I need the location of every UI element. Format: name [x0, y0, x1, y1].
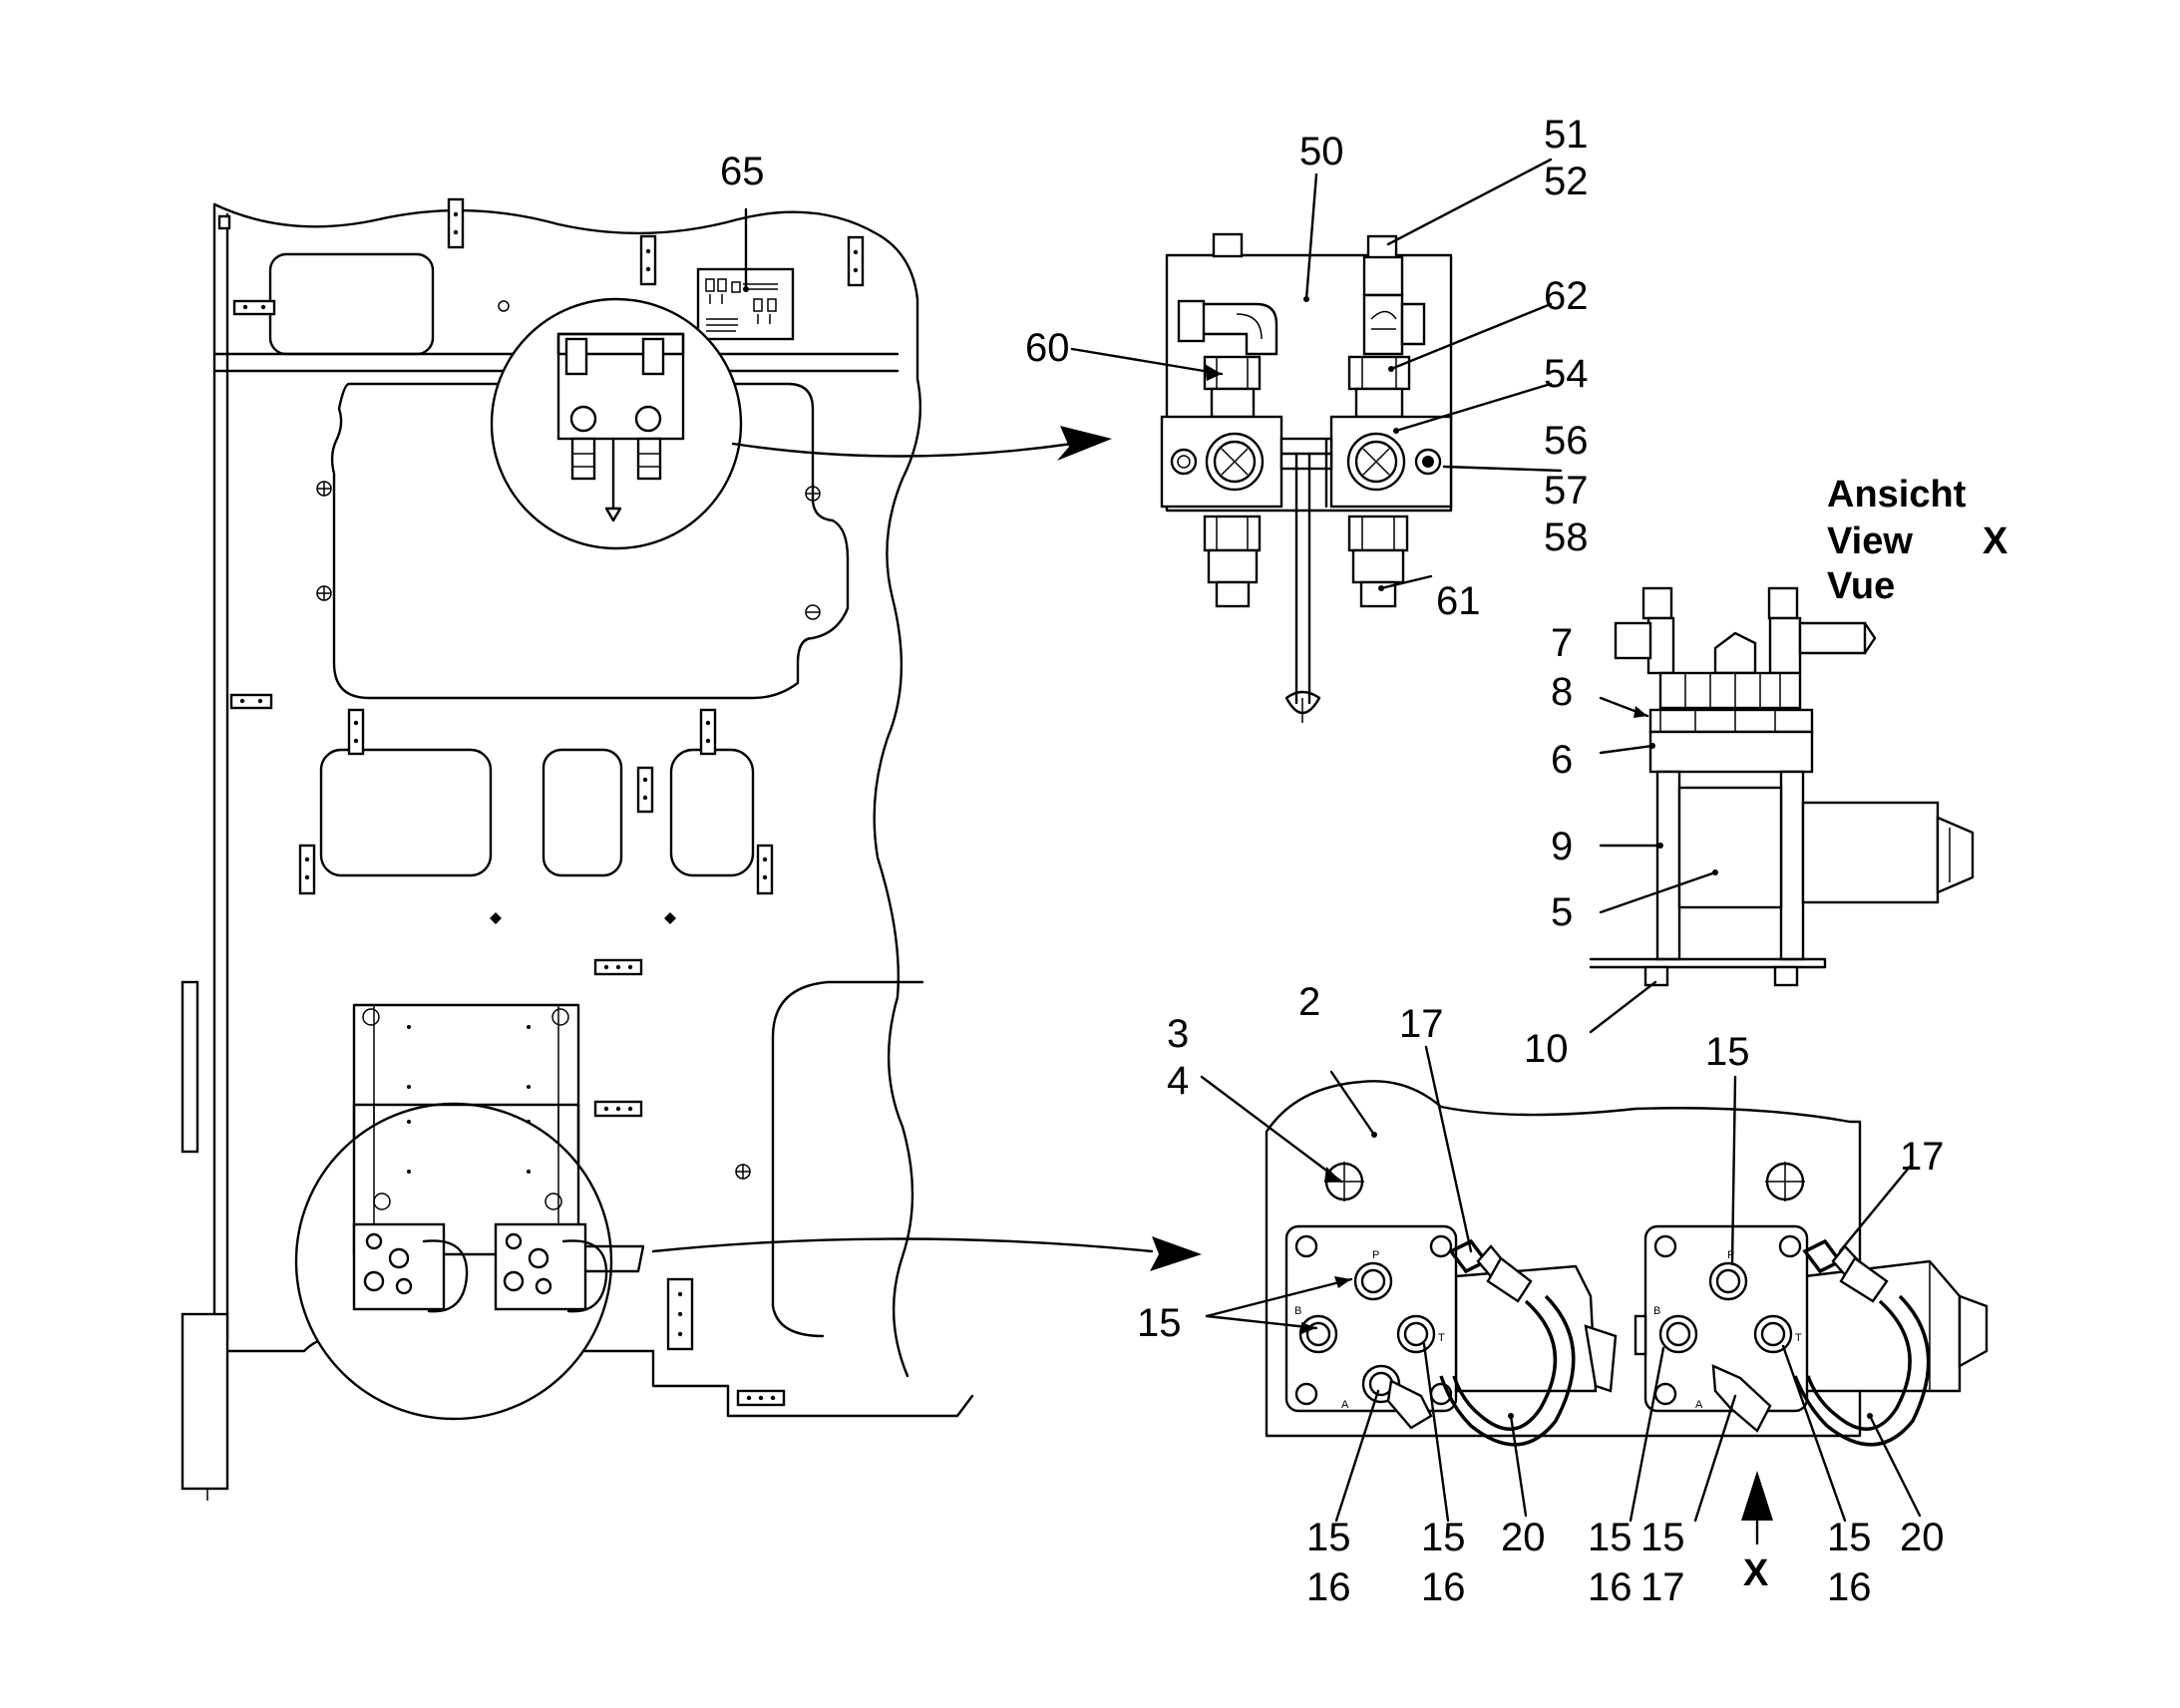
view-x-arrow-letter: X: [1743, 1552, 1769, 1594]
arrow-lower: [651, 1237, 1154, 1253]
port-letter-b-right: B: [1653, 1305, 1660, 1317]
callout-bottom-5-17: 17: [1640, 1565, 1685, 1609]
callout-56: 56: [1544, 419, 1589, 463]
callout-4: 4: [1167, 1059, 1189, 1103]
port-letter-a-left: A: [1341, 1399, 1349, 1411]
view-x-arrow: X: [1741, 1471, 1773, 1594]
callout-58: 58: [1544, 515, 1589, 559]
callout-10: 10: [1524, 1027, 1569, 1071]
callout-bottom-1-15: 15: [1306, 1516, 1351, 1559]
callout-bottom-2-16: 16: [1421, 1565, 1466, 1609]
callout-bottom-4-15: 15: [1588, 1516, 1633, 1559]
callout-62: 62: [1544, 274, 1589, 318]
view-title-french: Vue: [1827, 565, 1895, 607]
detail-circle-manifold: [294, 1102, 645, 1421]
valve-block-detail: [1160, 232, 1453, 723]
view-title-german: Ansicht: [1827, 474, 1967, 515]
detail-circle-valve: [490, 297, 743, 550]
callout-bottom-6-15: 15: [1827, 1516, 1872, 1559]
callout-bottom-2-15: 15: [1421, 1516, 1466, 1559]
callout-17-right: 17: [1900, 1135, 1945, 1179]
callout-57: 57: [1544, 469, 1589, 512]
callout-65: 65: [720, 150, 765, 193]
callout-2: 2: [1298, 980, 1320, 1024]
callout-8: 8: [1551, 670, 1573, 714]
view-title-letter: X: [1983, 520, 2008, 562]
view-x-detail: [1589, 586, 1975, 987]
manifold-detail: P B T A P B T A: [1265, 1080, 1989, 1447]
callout-51: 51: [1544, 113, 1589, 157]
callout-15-top: 15: [1705, 1030, 1750, 1074]
callout-labels: 65 50 51 52 60 62 54 56 57 58 61 Ansicht…: [720, 113, 2008, 1609]
port-letter-t-right: T: [1795, 1332, 1802, 1344]
port-letter-p-right: P: [1727, 1249, 1734, 1261]
callout-6: 6: [1551, 738, 1573, 782]
port-letter-a-right: A: [1695, 1399, 1703, 1411]
callout-bottom-6-16: 16: [1827, 1565, 1872, 1609]
port-letter-t-left: T: [1438, 1332, 1445, 1344]
callout-bottom-3-20: 20: [1501, 1516, 1546, 1559]
callout-bottom-5-15: 15: [1640, 1516, 1685, 1559]
callout-bottom-7-20: 20: [1900, 1516, 1945, 1559]
view-title-english: View: [1827, 520, 1913, 562]
callout-7: 7: [1551, 621, 1573, 665]
port-letter-b-left: B: [1294, 1305, 1301, 1317]
callout-60: 60: [1025, 326, 1070, 370]
callout-52: 52: [1544, 160, 1589, 203]
callout-bottom-4-16: 16: [1588, 1565, 1633, 1609]
callout-50: 50: [1299, 130, 1344, 173]
leader-lines: [744, 158, 1922, 1523]
arrow-upper: [731, 442, 1074, 458]
callout-bottom-1-16: 16: [1306, 1565, 1351, 1609]
port-letter-p-left: P: [1372, 1249, 1379, 1261]
callout-54: 54: [1544, 352, 1589, 396]
callout-61: 61: [1436, 579, 1481, 623]
callout-5: 5: [1551, 890, 1573, 934]
callout-9: 9: [1551, 825, 1573, 868]
callout-3: 3: [1167, 1012, 1189, 1056]
callout-17-left: 17: [1399, 1002, 1444, 1046]
callout-15-left: 15: [1137, 1301, 1182, 1345]
